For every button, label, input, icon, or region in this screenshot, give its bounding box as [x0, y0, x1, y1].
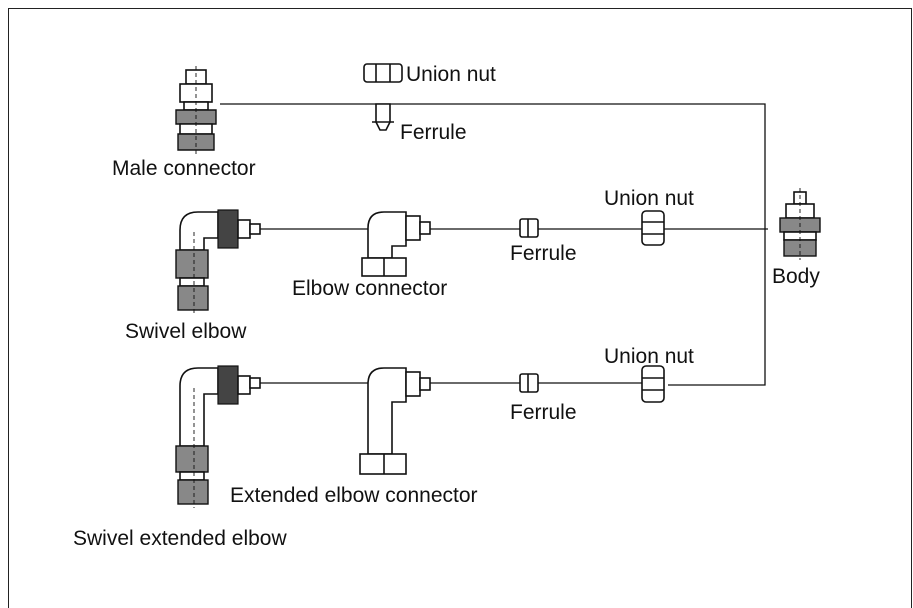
extended-elbow-connector-part	[359, 367, 431, 475]
diagram-frame	[8, 8, 912, 608]
swivel-extended-elbow-part	[175, 365, 261, 508]
label-ferrule-mid: Ferrule	[510, 242, 577, 265]
union-nut-bot-part	[641, 365, 665, 403]
connection-lines	[220, 103, 768, 386]
label-ferrule-bot: Ferrule	[510, 401, 577, 424]
label-elbow-connector: Elbow connector	[292, 277, 447, 300]
line-male-to-body	[220, 103, 766, 386]
ferrule-top-part	[372, 103, 394, 131]
label-union-nut-top: Union nut	[406, 63, 496, 86]
label-extended-elbow-connector: Extended elbow connector	[230, 484, 478, 507]
label-body: Body	[772, 265, 820, 288]
label-swivel-elbow: Swivel elbow	[125, 320, 247, 343]
label-union-nut-bot: Union nut	[604, 345, 694, 368]
label-male-connector: Male connector	[112, 157, 256, 180]
male-connector-part	[175, 66, 217, 154]
ferrule-mid-part	[519, 218, 539, 238]
union-nut-mid-part	[641, 210, 665, 246]
body-part	[779, 188, 821, 260]
swivel-elbow-part	[175, 209, 261, 314]
label-swivel-extended-elbow: Swivel extended elbow	[73, 527, 287, 550]
elbow-connector-part	[361, 211, 431, 277]
union-nut-top-part	[363, 63, 403, 83]
label-union-nut-mid: Union nut	[604, 187, 694, 210]
ferrule-bot-part	[519, 373, 539, 393]
label-ferrule-top: Ferrule	[400, 121, 467, 144]
